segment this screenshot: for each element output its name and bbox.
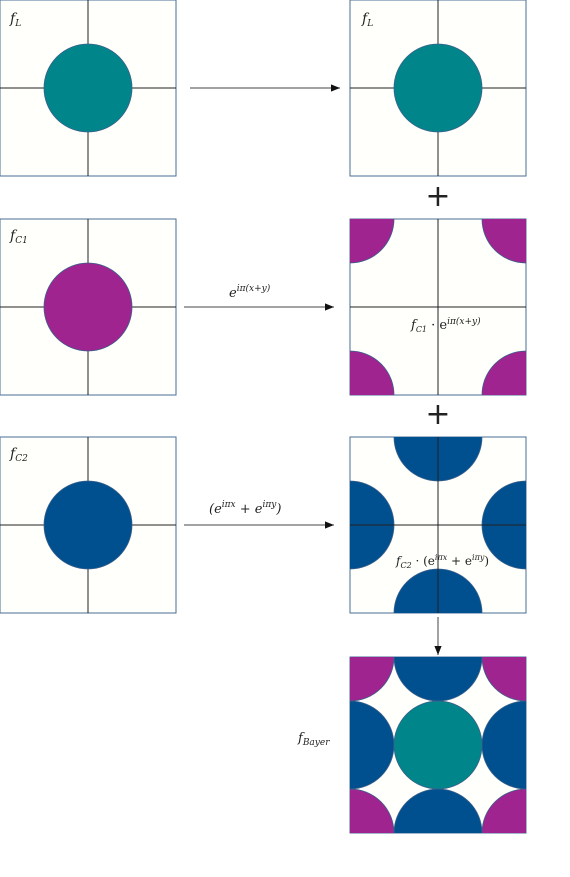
label-fC1-modulated: fC1 · eiπ(x+y): [410, 316, 481, 334]
panel-fC2-modulated: fC2 · (eiπx + eiπy): [349, 436, 527, 614]
panel-fL-result: fL: [349, 0, 527, 177]
panel-fC1-source: fC1: [0, 218, 177, 396]
panel-fL-source: fL: [0, 0, 177, 177]
panel-fC2-source: fC2: [0, 436, 177, 614]
label-fL-result: fL: [361, 11, 373, 29]
chroma1-disk: [43, 262, 133, 352]
panel-fBayer: [349, 656, 527, 834]
chroma1-corner-disk: [350, 219, 395, 264]
plus-sign-2: +: [425, 397, 450, 432]
chroma1-corner-disk: [350, 350, 395, 395]
label-fL-source: fL: [9, 11, 21, 29]
modulation-1-label: eiπ(x+y): [229, 283, 271, 301]
chroma1-corner-disk: [481, 219, 526, 264]
chroma2-edge-disk: [393, 788, 483, 833]
label-fBayer: fBayer: [297, 731, 330, 748]
plus-sign-1: +: [425, 179, 450, 214]
chroma2-disk: [43, 480, 133, 570]
label-fC1-source: fC1: [9, 228, 28, 246]
luma-disk: [43, 43, 133, 133]
chroma2-edge-disk: [481, 700, 526, 790]
chroma1-corner-disk: [481, 788, 526, 833]
luma-disk: [393, 700, 483, 790]
modulation-2-label: (eiπx + eiπy): [209, 500, 281, 517]
label-fC2-modulated: fC2 · (eiπx + eiπy): [395, 553, 489, 570]
chroma1-corner-disk: [350, 657, 395, 702]
luma-disk: [393, 43, 483, 133]
panel-fC1-modulated: fC1 · eiπ(x+y): [349, 218, 527, 396]
chroma1-corner-disk: [350, 788, 395, 833]
label-fC2-source: fC2: [9, 446, 28, 464]
chroma1-corner-disk: [481, 350, 526, 395]
chroma1-corner-disk: [481, 657, 526, 702]
